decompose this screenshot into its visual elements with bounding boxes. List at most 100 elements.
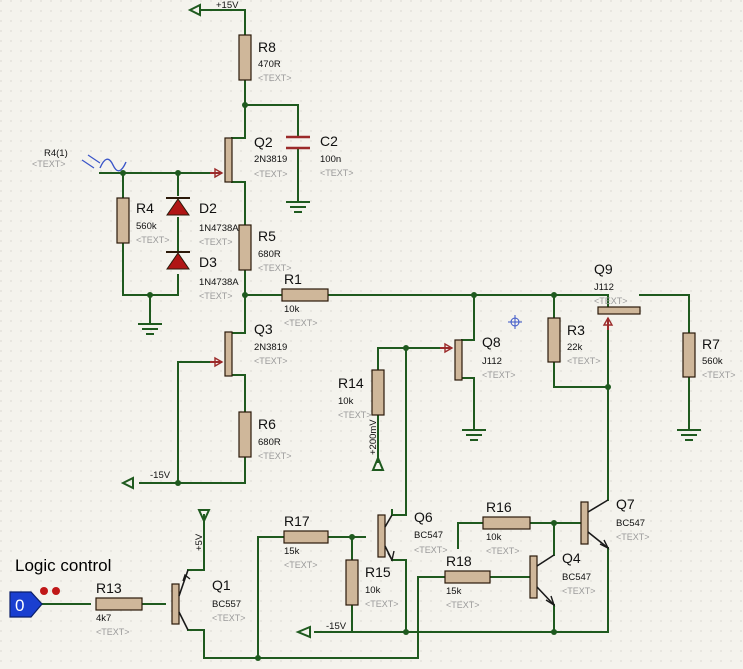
r13-text: <TEXT> (96, 627, 130, 637)
r4-ref: R4 (136, 200, 154, 216)
vplus-terminal[interactable]: +15V (187, 0, 239, 17)
q9-text: <TEXT> (594, 296, 628, 306)
r5-text: <TEXT> (258, 263, 292, 273)
resistor-r8[interactable]: R8 470R <TEXT> (238, 34, 292, 83)
r16-value: 10k (486, 532, 502, 543)
q8-value: J112 (482, 356, 502, 367)
logic-control-title: Logic control (15, 556, 111, 575)
q7-value: BC547 (616, 518, 645, 529)
vminus-terminal-left[interactable]: -15V (120, 470, 171, 490)
diode-d3[interactable]: D3 1N4738A <TEXT> (166, 251, 239, 301)
logic-led-icon (40, 587, 48, 595)
r18-value: 15k (446, 586, 462, 597)
r15-value: 10k (365, 585, 381, 596)
resistor-r4[interactable]: R4 560k <TEXT> (116, 197, 170, 245)
r7-ref: R7 (702, 336, 720, 352)
r17-ref: R17 (284, 513, 310, 529)
r13-ref: R13 (96, 580, 122, 596)
signal-text: <TEXT> (32, 159, 66, 169)
resistor-r6[interactable]: R6 680R <TEXT> (238, 411, 292, 461)
d3-ref: D3 (199, 254, 217, 270)
r1-value: 10k (284, 304, 300, 315)
logic-control[interactable]: Logic control 0 (9, 556, 111, 618)
vplus-label: +15V (216, 0, 239, 11)
q9-ref: Q9 (594, 261, 613, 277)
r3-text: <TEXT> (567, 356, 601, 366)
q7-ref: Q7 (616, 496, 635, 512)
r16-text: <TEXT> (486, 546, 520, 556)
c2-text: <TEXT> (320, 168, 354, 178)
r7-value: 560k (702, 356, 723, 367)
resistor-r17[interactable]: R17 15k <TEXT> (283, 513, 329, 570)
bjt-q4[interactable]: Q4 BC547 <TEXT> (529, 550, 596, 607)
bjt-q6[interactable]: Q6 BC547 <TEXT> (377, 509, 448, 562)
bjt-q1[interactable]: Q1 BC557 <TEXT> (171, 569, 246, 631)
c2-value: 100n (320, 154, 341, 165)
resistor-r3[interactable]: R3 22k <TEXT> (547, 317, 601, 366)
signal-input[interactable]: R4(1) <TEXT> (32, 148, 127, 172)
jfet-q2[interactable]: Q2 2N3819 <TEXT> (210, 134, 288, 183)
q7-text: <TEXT> (616, 532, 650, 542)
r8-text: <TEXT> (258, 73, 292, 83)
q1-value: BC557 (212, 599, 241, 610)
d2-ref: D2 (199, 200, 217, 216)
r1-ref: R1 (284, 271, 302, 287)
q9-value: J112 (594, 282, 614, 293)
resistor-r18[interactable]: R18 15k <TEXT> (444, 553, 491, 610)
logic-led-icon-2 (52, 587, 60, 595)
d3-text: <TEXT> (199, 291, 233, 301)
r7-text: <TEXT> (702, 370, 736, 380)
logic-state-value: 0 (15, 596, 24, 615)
r3-value: 22k (567, 342, 583, 353)
v200m-terminal[interactable]: +200mV (368, 419, 385, 471)
capacitor-c2[interactable]: C2 100n <TEXT> (286, 133, 354, 178)
q4-value: BC547 (562, 572, 591, 583)
d2-text: <TEXT> (199, 237, 233, 247)
r1-text: <TEXT> (284, 318, 318, 328)
v5-label: +5V (194, 533, 205, 551)
bjt-q7[interactable]: Q7 BC547 <TEXT> (580, 496, 650, 550)
r16-ref: R16 (486, 499, 512, 515)
vminus-label-left: -15V (150, 470, 171, 481)
r15-ref: R15 (365, 564, 391, 580)
resistor-r14[interactable]: R14 10k <TEXT> (338, 369, 385, 420)
resistor-r1[interactable]: R1 10k <TEXT> (281, 271, 329, 328)
sine-icon (99, 158, 127, 172)
q8-text: <TEXT> (482, 370, 516, 380)
v5-terminal[interactable]: +5V (194, 509, 211, 551)
q8-ref: Q8 (482, 334, 501, 350)
r15-text: <TEXT> (365, 599, 399, 609)
r14-text: <TEXT> (338, 410, 372, 420)
ground-c2 (286, 201, 310, 213)
d2-value: 1N4738A (199, 223, 239, 234)
r17-text: <TEXT> (284, 560, 318, 570)
jfet-q3[interactable]: Q3 2N3819 <TEXT> (210, 321, 288, 377)
r6-value: 680R (258, 437, 281, 448)
resistor-r7[interactable]: R7 560k <TEXT> (682, 332, 736, 380)
q3-value: 2N3819 (254, 342, 287, 353)
diode-d2[interactable]: D2 1N4738A <TEXT> (166, 197, 239, 247)
q6-ref: Q6 (414, 509, 433, 525)
q2-text: <TEXT> (254, 169, 288, 179)
q3-ref: Q3 (254, 321, 273, 337)
logic-state-button[interactable] (9, 591, 43, 618)
r8-value: 470R (258, 59, 281, 70)
resistor-r13[interactable]: R13 4k7 <TEXT> (95, 580, 143, 637)
q1-text: <TEXT> (212, 613, 246, 623)
q2-ref: Q2 (254, 134, 273, 150)
q6-text: <TEXT> (414, 545, 448, 555)
vminus-terminal-bottom[interactable]: -15V (295, 621, 347, 639)
r4-text: <TEXT> (136, 235, 170, 245)
signal-name: R4(1) (44, 148, 68, 159)
q3-text: <TEXT> (254, 356, 288, 366)
jfet-q8[interactable]: Q8 J112 <TEXT> (440, 334, 516, 381)
jfet-q9[interactable]: Q9 J112 <TEXT> (594, 261, 641, 330)
r5-value: 680R (258, 249, 281, 260)
resistor-r16[interactable]: R16 10k <TEXT> (482, 499, 531, 556)
resistor-r15[interactable]: R15 10k <TEXT> (345, 559, 399, 609)
resistor-r5[interactable]: R5 680R <TEXT> (238, 224, 292, 273)
r14-ref: R14 (338, 375, 364, 391)
ground-r4 (138, 323, 162, 335)
